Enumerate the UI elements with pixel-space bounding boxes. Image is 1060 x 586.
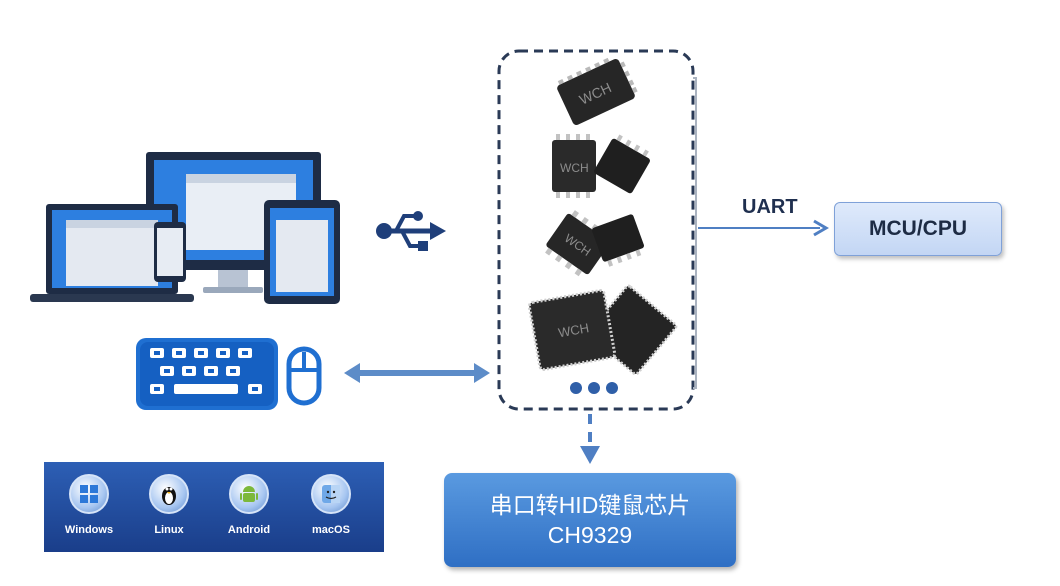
more-dots bbox=[570, 382, 618, 394]
ch9329-box: 串口转HID键鼠芯片 CH9329 bbox=[444, 473, 736, 567]
chip-module: WCH WCH bbox=[497, 49, 697, 411]
down-arrow bbox=[580, 414, 600, 464]
os-item-macos: macOS bbox=[296, 474, 366, 536]
laptop-base bbox=[30, 294, 194, 302]
os-item-android: Android bbox=[214, 474, 284, 536]
chip-model: CH9329 bbox=[547, 522, 633, 548]
chip-sop-pair: WCH bbox=[552, 134, 650, 198]
os-item-windows: Windows bbox=[54, 474, 124, 536]
uart-label: UART bbox=[742, 196, 798, 218]
chip-qfn: WCH bbox=[557, 57, 638, 125]
mouse-icon bbox=[286, 346, 322, 406]
keyboard-icon bbox=[136, 338, 278, 410]
mcu-cpu-box: MCU/CPU bbox=[834, 202, 1002, 256]
windows-icon bbox=[69, 474, 109, 514]
devices-illustration bbox=[30, 152, 340, 304]
hid-double-arrow bbox=[344, 363, 490, 383]
linux-icon bbox=[149, 474, 189, 514]
chip-sop-rotated: WCH bbox=[545, 210, 644, 277]
macos-icon bbox=[311, 474, 351, 514]
usb-icon bbox=[376, 211, 446, 251]
os-item-linux: Linux bbox=[134, 474, 204, 536]
uart-arrow bbox=[698, 219, 829, 237]
svg-text:WCH: WCH bbox=[560, 161, 589, 175]
chip-qfp-pair: WCH bbox=[527, 284, 678, 376]
android-icon bbox=[229, 474, 269, 514]
chip-title: 串口转HID键鼠芯片 bbox=[489, 492, 691, 518]
os-support-bar: Windows Linux Android macOS bbox=[44, 462, 384, 552]
svg-text:WCH: WCH bbox=[557, 320, 590, 340]
monitor-stand bbox=[218, 270, 248, 288]
